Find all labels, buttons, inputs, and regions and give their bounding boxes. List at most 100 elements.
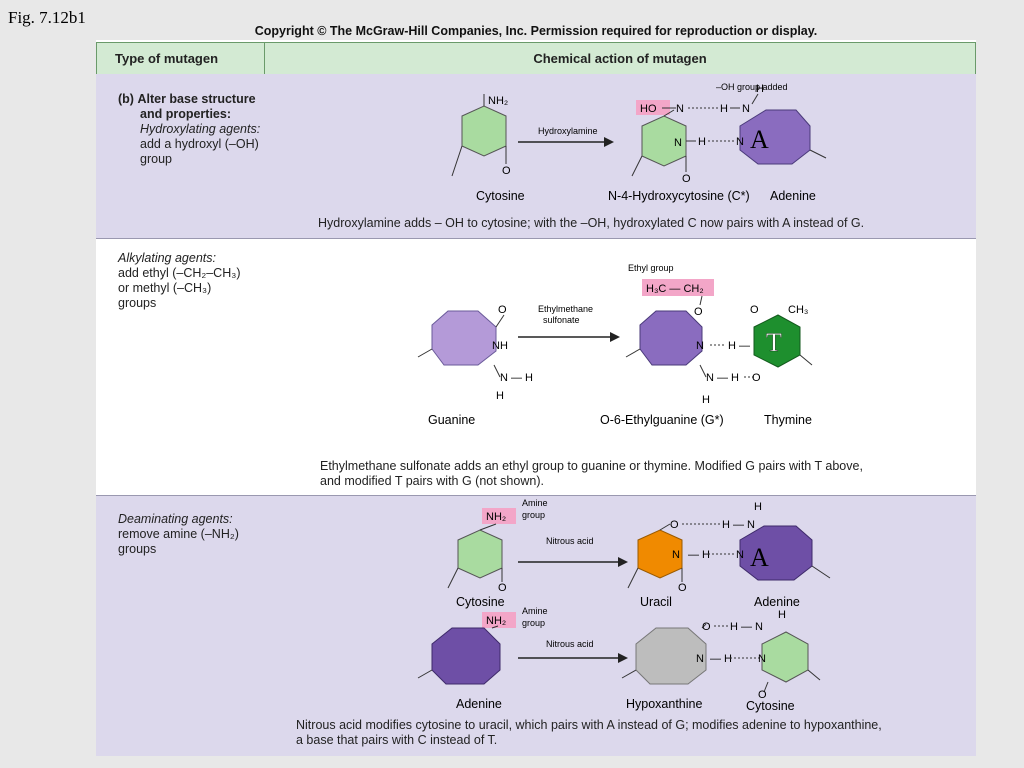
- deamination-diagram: Amine group NH₂ O Cytosine Nitrous acid …: [417, 498, 831, 713]
- alkylating-caption: Ethylmethane sulfonate adds an ethyl gro…: [320, 459, 863, 489]
- svg-text:H: H: [754, 501, 762, 513]
- alkylating-line3: groups: [118, 296, 157, 310]
- section-title: Alter base structure: [137, 92, 256, 106]
- svg-text:O: O: [694, 306, 703, 318]
- svg-text:O: O: [702, 621, 711, 633]
- alkylating-agent-name: Alkylating agents:: [118, 251, 216, 265]
- alkylation-arrow: [610, 332, 620, 342]
- alkylating-caption-line2: and modified T pairs with G (not shown).: [320, 474, 544, 488]
- label-ethylguanine: O-6-Ethylguanine (G*): [600, 413, 724, 427]
- deaminating-caption: Nitrous acid modifies cytosine to uracil…: [296, 718, 882, 748]
- hypoxanthine-ring: [635, 627, 707, 685]
- svg-text:O: O: [498, 304, 507, 316]
- hydroxylating-description: (b) Alter base structure and properties:…: [118, 92, 260, 167]
- deaminating-caption-line2: a base that pairs with C instead of T.: [296, 733, 498, 747]
- nh2-label: NH₂: [488, 95, 508, 107]
- svg-text:— H: — H: [688, 549, 710, 561]
- hydroxylating-caption: Hydroxylamine adds – OH to cytosine; wit…: [318, 216, 865, 230]
- hydroxylating-desc-line2: group: [140, 152, 172, 166]
- svg-text:O: O: [498, 582, 507, 594]
- alkylating-line2: or methyl (–CH₃): [118, 281, 212, 295]
- label-uracil: Uracil: [640, 595, 672, 609]
- figure-label: Fig. 7.12b1: [8, 8, 86, 27]
- svg-text:N: N: [758, 653, 766, 665]
- deaminating-line2: groups: [118, 542, 157, 556]
- amine-group-label-1: Amine: [522, 498, 548, 508]
- ethyl-highlight: [642, 279, 714, 296]
- amine-group-label-4: group: [522, 618, 545, 628]
- svg-text:O: O: [682, 173, 691, 185]
- svg-text:NH₂: NH₂: [486, 615, 506, 627]
- svg-text:O: O: [750, 304, 759, 316]
- svg-text:H: H: [702, 394, 710, 406]
- deaminating-line1: remove amine (–NH₂): [118, 527, 239, 541]
- reagent-ethylmethane-2: sulfonate: [543, 315, 580, 325]
- svg-text:N: N: [696, 340, 704, 352]
- oxygen-label: O: [502, 165, 511, 177]
- svg-text:NH: NH: [492, 340, 508, 352]
- cytosine-ring-bottom: [761, 631, 809, 683]
- svg-text:H₃C — CH₂: H₃C — CH₂: [646, 283, 704, 295]
- svg-text:H: H: [496, 390, 504, 402]
- svg-text:CH₃: CH₃: [788, 304, 808, 316]
- svg-text:N: N: [736, 136, 744, 148]
- label-cytosine-top: Cytosine: [456, 595, 505, 609]
- svg-text:N — H: N — H: [706, 372, 739, 384]
- svg-text:H —: H —: [728, 340, 750, 352]
- hydroxylating-desc-line1: add a hydroxyl (–OH): [140, 137, 259, 151]
- ho-label: HO: [640, 103, 657, 115]
- hydroxylating-agent-name: Hydroxylating agents:: [140, 122, 261, 136]
- svg-text:H — N: H — N: [730, 621, 763, 633]
- nitrous-arrow-bottom: [618, 653, 628, 663]
- reagent-ethylmethane-1: Ethylmethane: [538, 304, 593, 314]
- adenine-ring-bottom: [431, 627, 501, 685]
- alkylating-caption-line1: Ethylmethane sulfonate adds an ethyl gro…: [320, 459, 863, 473]
- svg-text:O: O: [752, 372, 761, 384]
- svg-text:H: H: [720, 103, 728, 115]
- table-header: Type of mutagen Chemical action of mutag…: [96, 42, 976, 75]
- amine-group-label-2: group: [522, 510, 545, 520]
- svg-text:H: H: [778, 609, 786, 621]
- section-title-2: and properties:: [140, 107, 231, 121]
- label-adenine-top: Adenine: [754, 595, 800, 609]
- label-cytosine-bottom: Cytosine: [746, 699, 795, 713]
- copyright-notice: Copyright © The McGraw-Hill Companies, I…: [254, 24, 818, 38]
- alkylation-diagram: O NH N — H H Guanine Ethylmethane sulfon…: [417, 263, 813, 427]
- svg-text:O: O: [670, 519, 679, 531]
- oh-group-added-label: –OH group added: [716, 82, 788, 92]
- cytosine-ring-top: [457, 529, 503, 579]
- label-hypoxanthine: Hypoxanthine: [626, 697, 702, 711]
- svg-text:N: N: [674, 137, 682, 149]
- reagent-hydroxylamine: Hydroxylamine: [538, 126, 598, 136]
- svg-text:H: H: [698, 136, 706, 148]
- hydroxylation-diagram: NH₂ O Cytosine Hydroxylamine –OH group a…: [451, 82, 827, 203]
- thymine-letter: T: [766, 328, 782, 357]
- oh-highlight: [636, 100, 670, 115]
- row-deaminating: Deaminating agents: remove amine (–NH₂) …: [96, 496, 976, 756]
- label-cytosine: Cytosine: [476, 189, 525, 203]
- label-adenine: Adenine: [770, 189, 816, 203]
- svg-text:O: O: [678, 582, 687, 594]
- row-hydroxylating: (b) Alter base structure and properties:…: [96, 74, 976, 239]
- svg-text:N — H: N — H: [500, 372, 533, 384]
- label-adenine-bottom: Adenine: [456, 697, 502, 711]
- label-hydroxycytosine: N-4-Hydroxycytosine (C*): [608, 189, 750, 203]
- reaction-arrow: [604, 137, 614, 147]
- section-prefix: (b): [118, 92, 134, 106]
- header-type-of-mutagen: Type of mutagen: [97, 43, 265, 74]
- svg-text:— H: — H: [710, 653, 732, 665]
- cytosine-ring: [461, 105, 507, 157]
- svg-text:H: H: [756, 83, 764, 95]
- alkylating-description: Alkylating agents: add ethyl (–CH₂–CH₃) …: [118, 251, 241, 311]
- svg-text:N: N: [736, 549, 744, 561]
- deaminating-description: Deaminating agents: remove amine (–NH₂) …: [118, 512, 239, 557]
- ethyl-group-label: Ethyl group: [628, 263, 674, 273]
- label-guanine: Guanine: [428, 413, 475, 427]
- adenine-letter-top: A: [750, 543, 769, 572]
- deaminating-agent-name: Deaminating agents:: [118, 512, 233, 526]
- svg-text:N: N: [672, 549, 680, 561]
- row-alkylating: Alkylating agents: add ethyl (–CH₂–CH₃) …: [96, 239, 976, 496]
- nh2-highlight-bottom: [482, 612, 516, 628]
- svg-text:N: N: [696, 653, 704, 665]
- amine-group-label-3: Amine: [522, 606, 548, 616]
